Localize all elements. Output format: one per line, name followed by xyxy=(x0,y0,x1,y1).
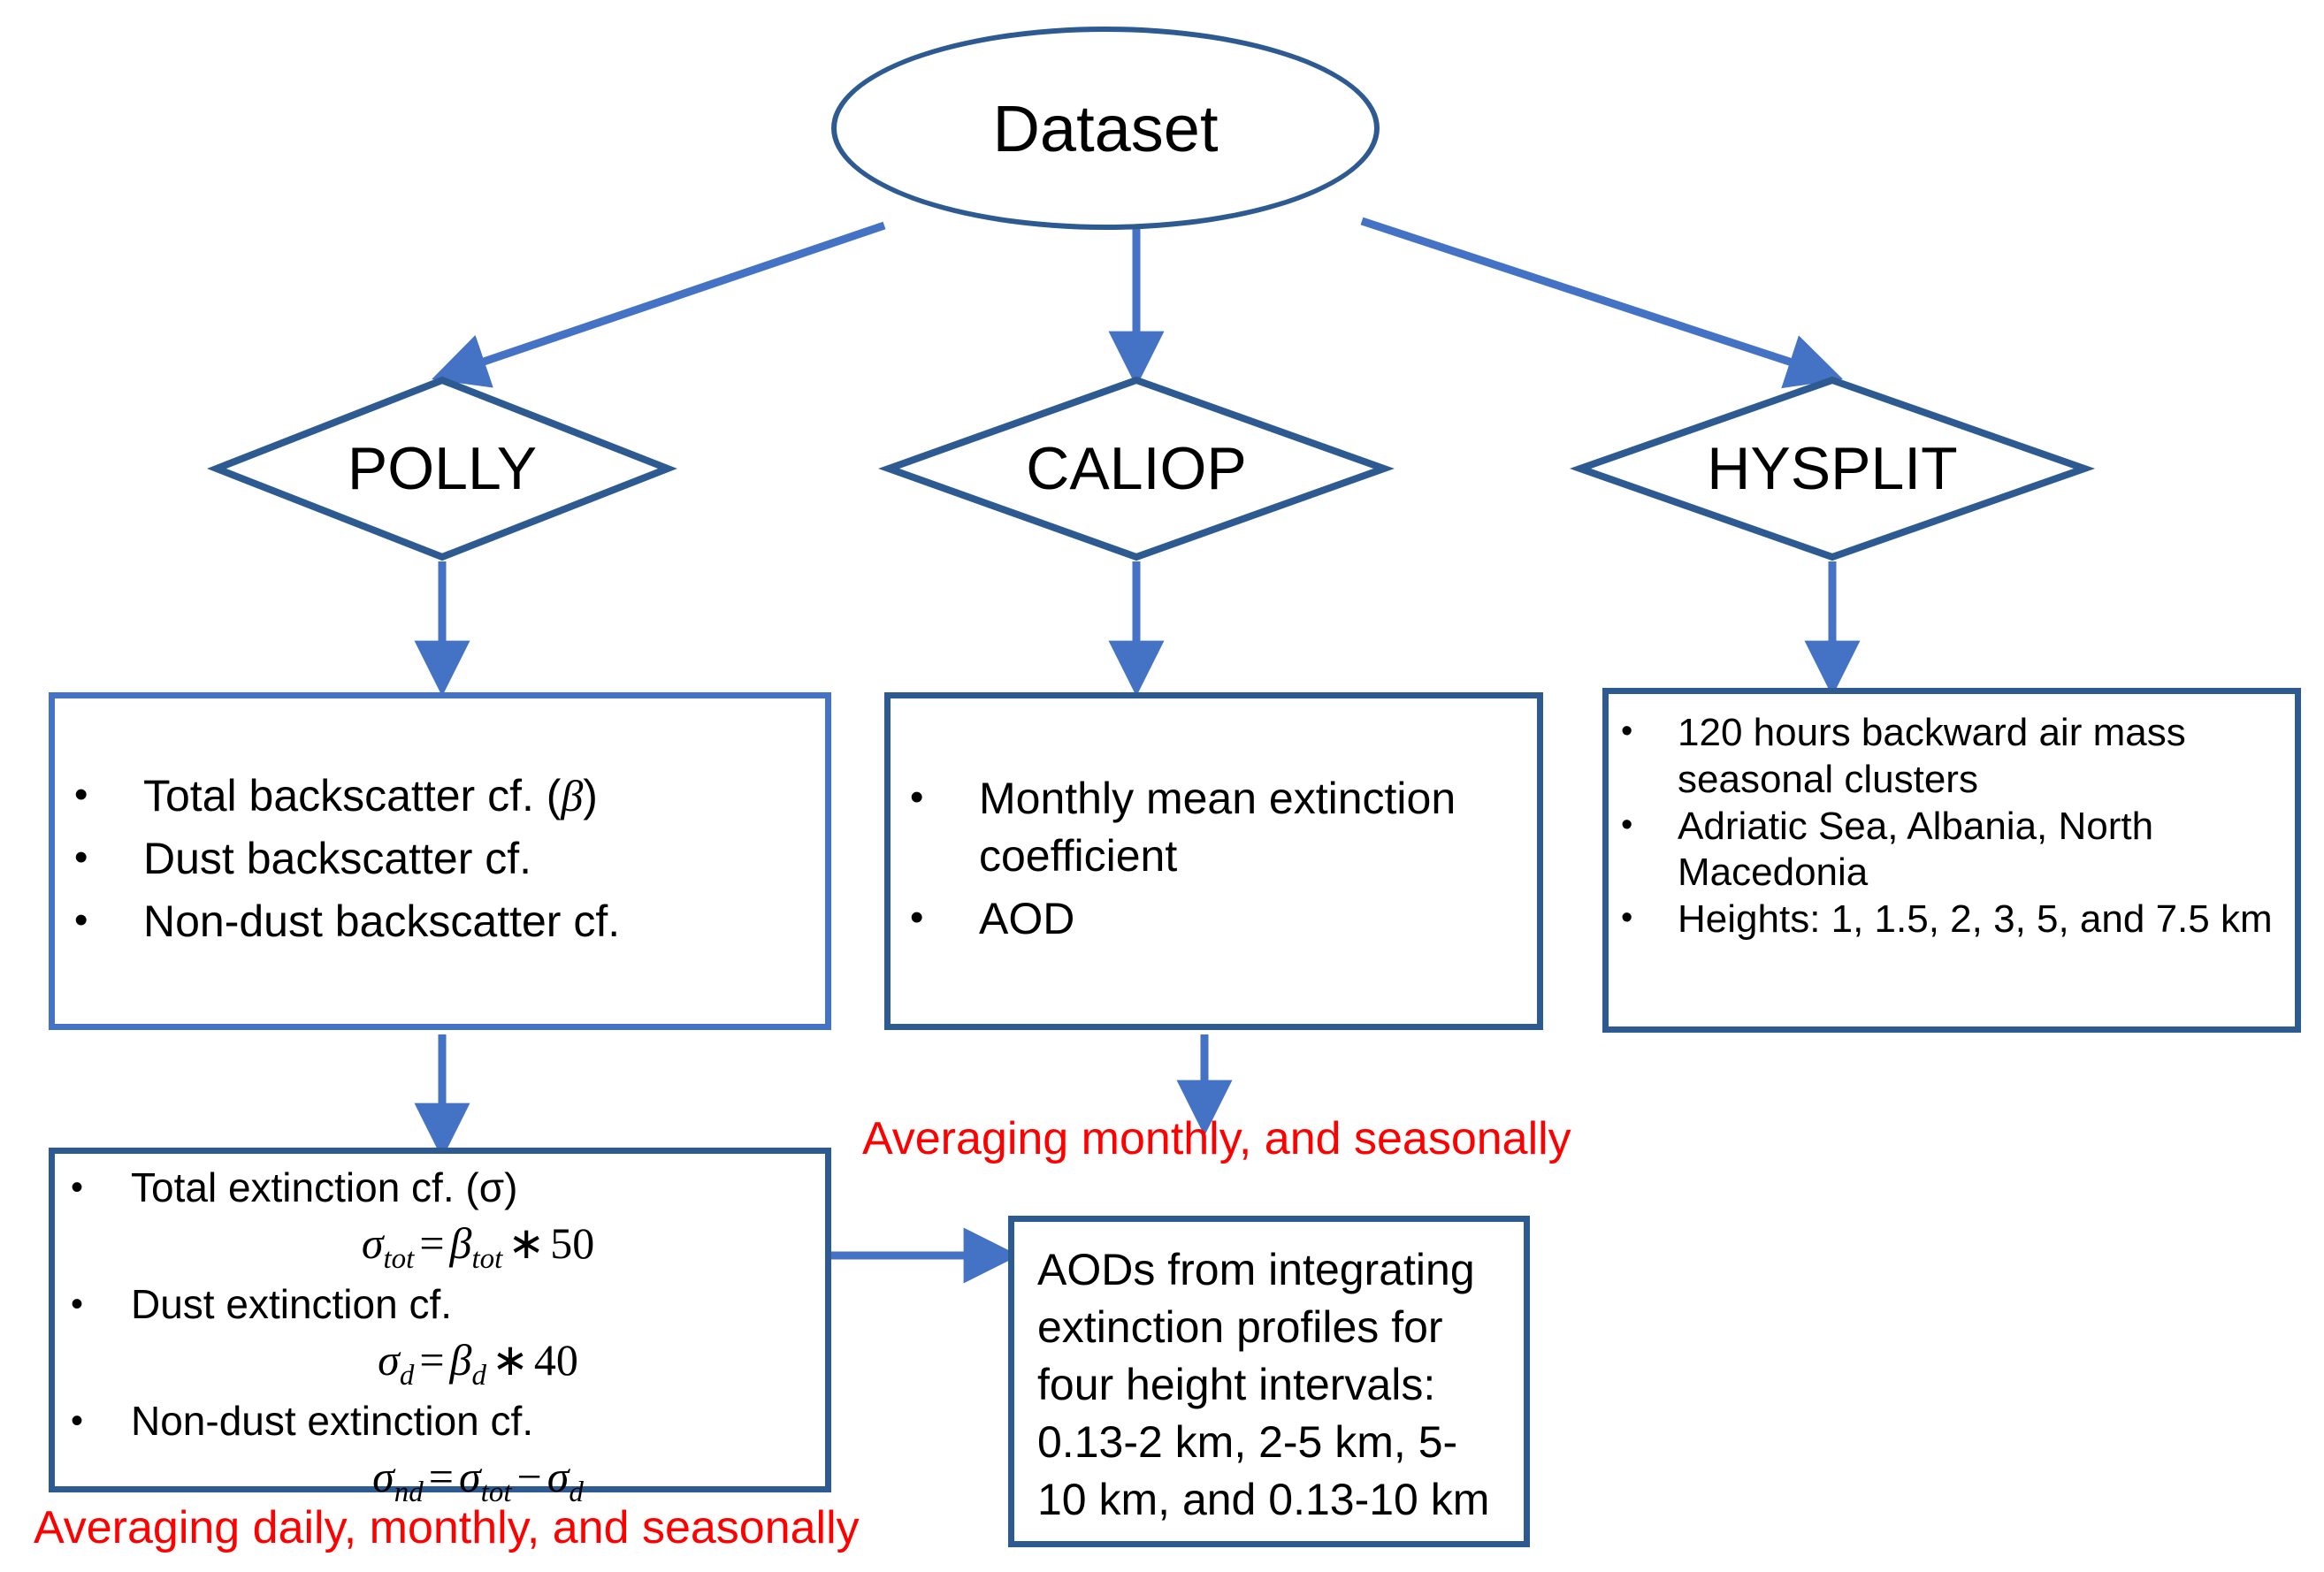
polly-output-list: Total backscatter cf. (β) Dust backscatt… xyxy=(55,767,825,956)
box-hysplit-outputs[interactable]: 120 hours backward air mass seasonal clu… xyxy=(1602,688,2301,1033)
node-dataset[interactable]: Dataset xyxy=(831,27,1380,230)
node-dataset-label: Dataset xyxy=(992,91,1219,165)
list-item: Non-dust backscatter cf. xyxy=(55,893,825,950)
extinction-output-list: Total extinction cf. (σ) σtot=βtot∗50 Du… xyxy=(55,1163,825,1513)
formula-sigma-tot: σtot=βtot∗50 xyxy=(361,1217,595,1275)
annotation-averaging-daily-monthly-seasonally: Averaging daily, monthly, and seasonally xyxy=(34,1502,860,1553)
caliop-bullet-1-text: AOD xyxy=(979,893,1075,943)
caliop-bullet-0-text: Monthly mean extinction coefficient xyxy=(979,773,1456,881)
list-item: Total extinction cf. (σ) σtot=βtot∗50 xyxy=(55,1163,825,1278)
node-caliop[interactable]: CALIOP xyxy=(878,376,1395,561)
caliop-output-list: Monthly mean extinction coefficient AOD xyxy=(891,770,1537,953)
list-item: Heights: 1, 1.5, 2, 3, 5, and 7.5 km xyxy=(1609,897,2295,943)
list-item: Total backscatter cf. (β) xyxy=(55,767,825,825)
diamond-shape-polly xyxy=(207,376,677,561)
box-polly-outputs[interactable]: Total backscatter cf. (β) Dust backscatt… xyxy=(49,692,831,1030)
aods-text: AODs from integrating extinction profile… xyxy=(1037,1245,1490,1524)
formula-sigma-d: σd=βd∗40 xyxy=(378,1334,578,1392)
edge-dataset-to-polly xyxy=(432,221,886,388)
box-extinction-outputs[interactable]: Total extinction cf. (σ) σtot=βtot∗50 Du… xyxy=(49,1148,831,1508)
polly-bullet-2-text: Non-dust backscatter cf. xyxy=(143,896,621,946)
node-polly[interactable]: POLLY xyxy=(207,376,677,561)
polly-bullet-1-text: Dust backscatter cf. xyxy=(143,833,532,883)
hysplit-output-list: 120 hours backward air mass seasonal clu… xyxy=(1609,710,2295,943)
diamond-shape-hysplit xyxy=(1569,376,2096,561)
formula-sigma-nd: σnd=σtot−σd xyxy=(372,1451,584,1508)
list-item: Dust extinction cf. σd=βd∗40 xyxy=(55,1279,825,1394)
hysplit-bullet-1-text: Adriatic Sea, Albania, North Macedonia xyxy=(1678,804,2154,895)
list-item: 120 hours backward air mass seasonal clu… xyxy=(1609,710,2295,804)
edge-dataset-to-hysplit xyxy=(1360,217,1843,389)
extinction-bullet-2-text: Non-dust extinction cf. xyxy=(131,1397,534,1444)
list-item: AOD xyxy=(891,890,1537,948)
node-caliop-label: CALIOP xyxy=(1026,435,1247,502)
node-hysplit-label: HYSPLIT xyxy=(1707,435,1958,502)
node-hysplit[interactable]: HYSPLIT xyxy=(1569,376,2096,561)
node-polly-label: POLLY xyxy=(347,435,538,502)
polly-bullet-0-text: Total backscatter cf. (β) xyxy=(143,770,598,820)
extinction-bullet-0-text: Total extinction cf. (σ) xyxy=(131,1164,518,1210)
hysplit-bullet-0-text: 120 hours backward air mass seasonal clu… xyxy=(1678,711,2186,801)
extinction-bullet-1-text: Dust extinction cf. xyxy=(131,1280,453,1327)
hysplit-bullet-2-text: Heights: 1, 1.5, 2, 3, 5, and 7.5 km xyxy=(1678,897,2273,942)
list-item: Adriatic Sea, Albania, North Macedonia xyxy=(1609,804,2295,897)
annotation-averaging-monthly-seasonally: Averaging monthly, and seasonally xyxy=(862,1113,1571,1164)
list-item: Non-dust extinction cf. σnd=σtot−σd xyxy=(55,1396,825,1511)
box-aods[interactable]: AODs from integrating extinction profile… xyxy=(1008,1216,1530,1547)
box-caliop-outputs[interactable]: Monthly mean extinction coefficient AOD xyxy=(884,692,1543,1030)
list-item: Monthly mean extinction coefficient xyxy=(891,770,1537,885)
list-item: Dust backscatter cf. xyxy=(55,830,825,888)
diamond-shape-caliop xyxy=(878,376,1395,561)
